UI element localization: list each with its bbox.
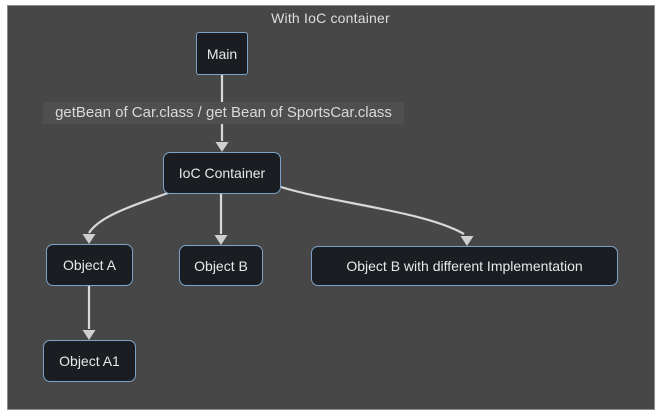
arrowhead-object-a bbox=[82, 234, 96, 244]
arrowhead-ioc bbox=[215, 142, 229, 152]
node-ioc-container: IoC Container bbox=[163, 152, 281, 194]
node-main: Main bbox=[196, 32, 248, 75]
node-object-b-impl: Object B with different Implementation bbox=[311, 246, 618, 286]
node-object-b: Object B bbox=[179, 245, 263, 286]
node-object-a1-label: Object A1 bbox=[59, 353, 120, 369]
node-object-a-label: Object A bbox=[63, 257, 116, 273]
node-object-b-impl-label: Object B with different Implementation bbox=[346, 258, 583, 274]
arrowhead-object-b bbox=[214, 235, 228, 245]
node-object-a1: Object A1 bbox=[43, 340, 136, 382]
arrowhead-object-b-impl bbox=[460, 236, 474, 246]
arrowhead-object-a1 bbox=[82, 330, 96, 340]
diagram-title: With IoC container bbox=[271, 10, 390, 26]
node-object-a: Object A bbox=[46, 244, 133, 286]
edge-ioc-to-object-a bbox=[88, 191, 169, 234]
node-main-label: Main bbox=[206, 45, 238, 62]
node-ioc-container-label: IoC Container bbox=[178, 165, 266, 181]
node-object-b-label: Object B bbox=[194, 257, 248, 274]
edge-annotation-getbean: getBean of Car.class / get Bean of Sport… bbox=[43, 102, 404, 124]
edge-ioc-to-object-b-impl bbox=[280, 185, 465, 235]
